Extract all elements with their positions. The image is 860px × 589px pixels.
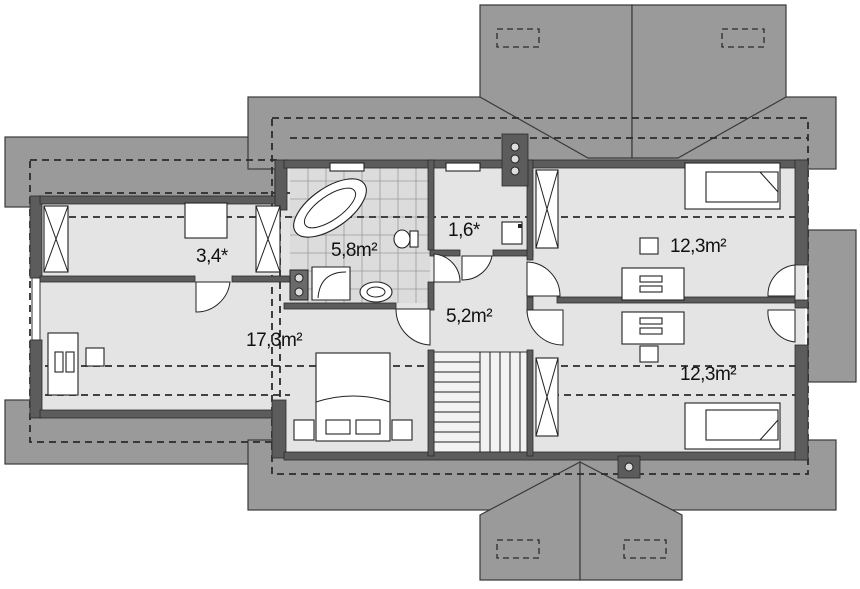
bathtub — [293, 178, 367, 238]
doors — [195, 253, 796, 346]
door-bedroom-top — [526, 261, 561, 297]
door-bedroom-left — [395, 308, 431, 346]
window-left — [31, 277, 41, 341]
boiler — [289, 269, 309, 301]
door-balcony-top — [767, 264, 796, 297]
shower — [311, 266, 351, 301]
roof — [4, 4, 857, 581]
wardrobes — [43, 169, 559, 437]
bathroom-fixtures — [289, 162, 523, 303]
area-label-bedroom-bottom-right: 12,3m² — [680, 364, 736, 385]
area-label-left-storage: 3,4* — [196, 246, 229, 267]
roof-left-top — [4, 136, 276, 208]
furniture — [47, 162, 781, 450]
dormer-top-right — [631, 4, 787, 159]
floor-left — [40, 200, 290, 410]
skylight-bottom-right — [623, 539, 667, 559]
area-label-bedroom-top-right: 12,3m² — [670, 236, 726, 257]
area-label-closet: 1,6* — [448, 220, 481, 241]
area-labels: 3,4* 5,8m² 1,6* 12,3m² 5,2m² 17,3m² 12,3… — [196, 220, 737, 385]
skylight-top-left — [496, 28, 540, 48]
door-bedroom-bottom — [526, 309, 564, 346]
area-label-hall: 5,2m² — [446, 306, 492, 327]
area-label-bedroom-left: 17,3m² — [246, 330, 302, 351]
skylight-bottom-left — [496, 539, 540, 559]
staircase — [433, 351, 528, 453]
door-storage — [195, 281, 231, 313]
door-closet — [461, 255, 493, 281]
dormer-bottom-right — [579, 461, 683, 581]
dormer-top-left — [479, 4, 633, 159]
desk-top-right — [621, 267, 685, 301]
sink — [359, 281, 393, 303]
area-label-bathroom: 5,8m² — [331, 240, 377, 261]
toilet — [393, 229, 411, 249]
balcony — [807, 229, 857, 383]
door-bathroom — [433, 253, 461, 283]
skylight-top-right — [721, 28, 765, 48]
closet-appliance — [501, 221, 523, 245]
door-balcony-bottom — [767, 309, 796, 343]
